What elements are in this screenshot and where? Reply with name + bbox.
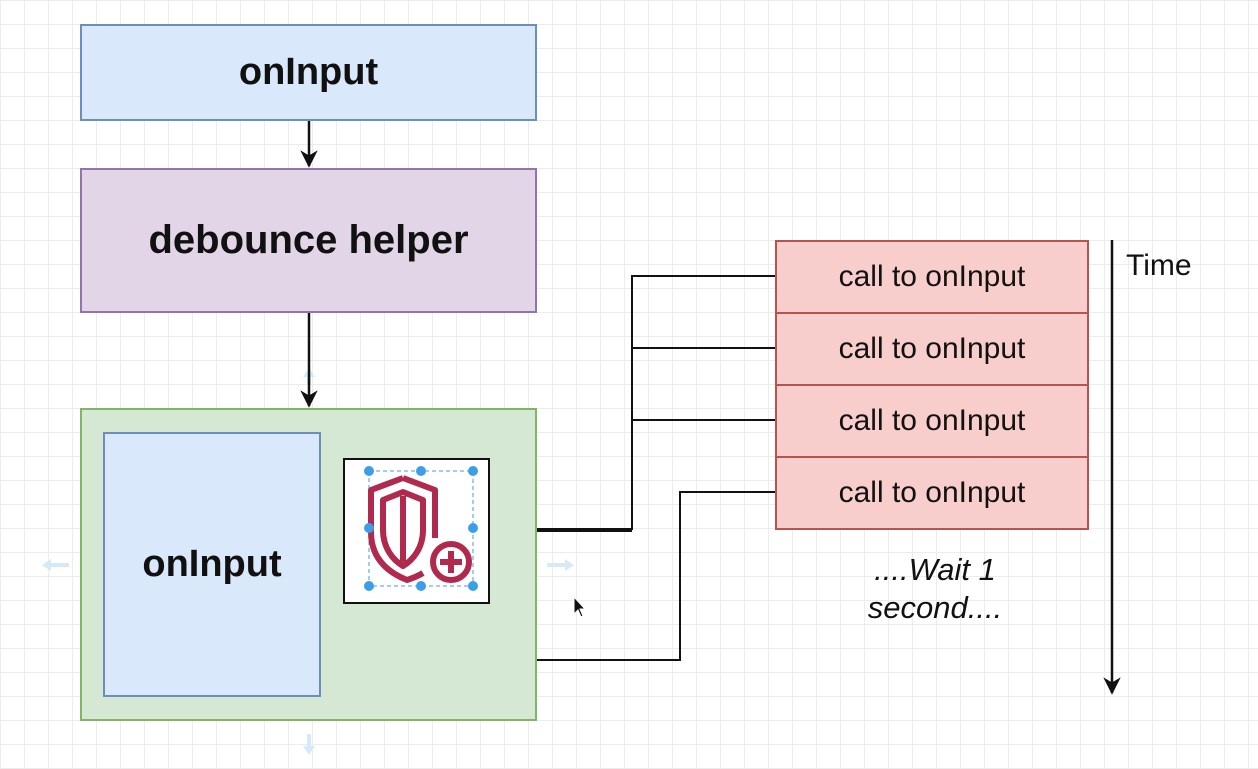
- call-box[interactable]: call to onInput: [775, 384, 1089, 458]
- call-label: call to onInput: [838, 260, 1026, 293]
- selection-handles[interactable]: [364, 466, 478, 591]
- mouse-cursor-icon: [573, 595, 587, 618]
- calls-merge-connector: [631, 275, 775, 530]
- debounce-helper-label: debounce helper: [148, 218, 469, 262]
- inner-oninput-label: onInput: [142, 543, 282, 585]
- call-label: call to onInput: [838, 404, 1026, 437]
- shield-plus-icon[interactable]: [345, 460, 488, 602]
- icon-frame[interactable]: [343, 458, 490, 604]
- call-box[interactable]: call to onInput: [775, 240, 1089, 314]
- call-label: call to onInput: [838, 476, 1026, 509]
- oninput-box[interactable]: onInput: [80, 24, 537, 121]
- call-box[interactable]: call to onInput: [775, 312, 1089, 386]
- oninput-label: onInput: [238, 51, 379, 93]
- call-box[interactable]: call to onInput: [775, 456, 1089, 530]
- wait-text: ....Wait 1 second....: [867, 552, 1003, 625]
- debounce-helper-box[interactable]: debounce helper: [80, 168, 537, 313]
- call-label: call to onInput: [838, 332, 1026, 365]
- time-label: Time: [1126, 249, 1192, 282]
- inner-oninput-box[interactable]: onInput: [103, 432, 321, 697]
